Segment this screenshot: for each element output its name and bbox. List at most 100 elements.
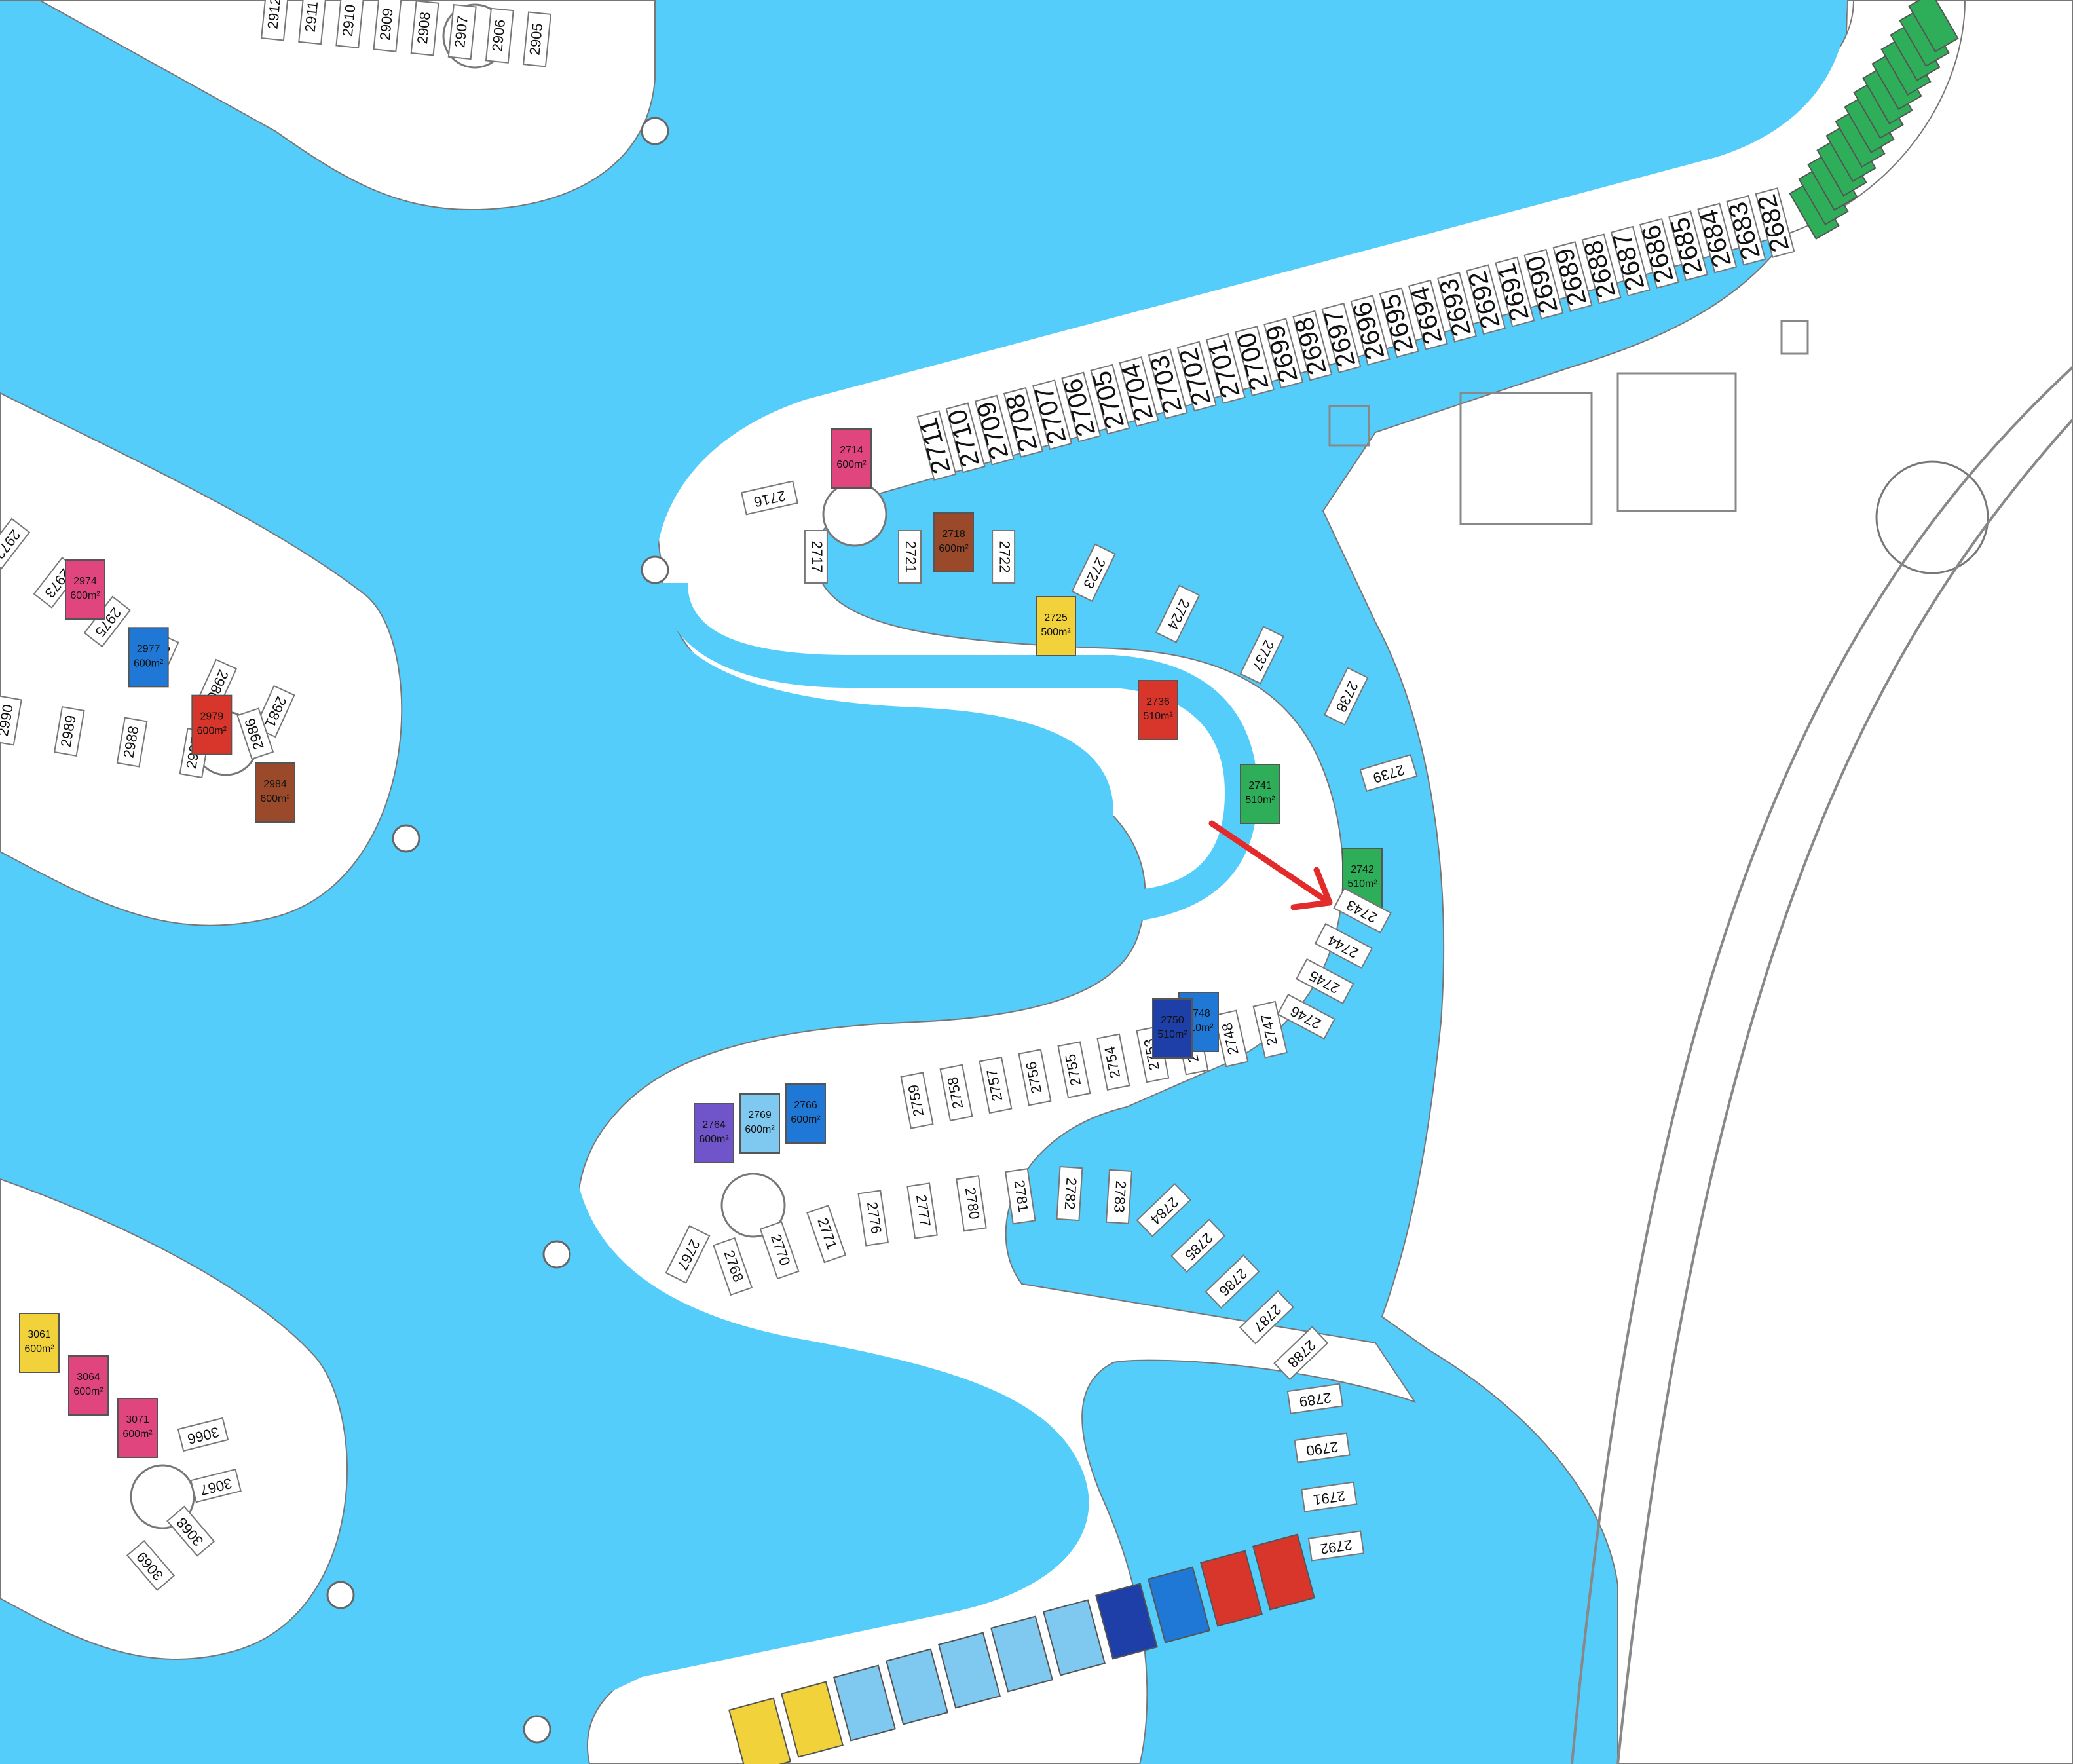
plot-cell[interactable]	[126, 1539, 176, 1592]
plot-cell[interactable]	[1321, 302, 1362, 373]
plot-cell[interactable]	[373, 0, 402, 52]
plot-cell[interactable]	[1213, 1009, 1249, 1068]
plot-cell[interactable]	[1379, 287, 1419, 358]
plot-cell[interactable]	[1294, 1432, 1351, 1463]
plot-cell[interactable]	[1252, 1000, 1288, 1059]
colored-plot[interactable]	[117, 1398, 158, 1458]
colored-plot[interactable]	[938, 1632, 1001, 1709]
plot-cell[interactable]	[804, 530, 828, 584]
plot-cell[interactable]	[898, 530, 922, 584]
plot-cell[interactable]	[1610, 225, 1651, 297]
plot-cell[interactable]	[298, 0, 327, 45]
plot-cell[interactable]	[1239, 1290, 1294, 1345]
plot-cell[interactable]	[1004, 1168, 1036, 1225]
plot-cell[interactable]	[1136, 1182, 1191, 1237]
plot-cell[interactable]	[916, 410, 957, 481]
colored-plot[interactable]	[833, 1664, 896, 1742]
plot-cell[interactable]	[410, 0, 439, 56]
colored-plot[interactable]	[990, 1615, 1053, 1693]
plot-cell[interactable]	[1359, 753, 1418, 793]
plot-cell[interactable]	[1239, 626, 1284, 685]
plot-cell[interactable]	[992, 530, 1016, 584]
colored-plot[interactable]	[1043, 1599, 1106, 1676]
colored-plot[interactable]	[1095, 1583, 1158, 1660]
plot-cell[interactable]	[1350, 295, 1391, 366]
plot-cell[interactable]	[1273, 1326, 1329, 1381]
plot-cell[interactable]	[1697, 202, 1738, 274]
plot-cell[interactable]	[900, 1072, 934, 1129]
plot-cell[interactable]	[1096, 1033, 1130, 1091]
plot-cell[interactable]	[190, 1468, 242, 1503]
colored-plot[interactable]	[1200, 1550, 1263, 1627]
plot-cell[interactable]	[1032, 379, 1073, 451]
plot-cell[interactable]	[0, 517, 31, 570]
plot-cell[interactable]	[236, 707, 274, 760]
plot-cell[interactable]	[1495, 256, 1535, 328]
plot-cell[interactable]	[1292, 310, 1333, 381]
plot-cell[interactable]	[857, 1190, 889, 1247]
colored-plot[interactable]	[785, 1083, 826, 1144]
colored-plot[interactable]	[255, 762, 295, 823]
plot-cell[interactable]	[1581, 233, 1622, 305]
plot-cell[interactable]	[1668, 210, 1709, 282]
plot-cell[interactable]	[1205, 1254, 1260, 1309]
plot-cell[interactable]	[1205, 333, 1246, 404]
plot-cell[interactable]	[1057, 1041, 1091, 1098]
plot-cell[interactable]	[53, 705, 85, 757]
colored-plot[interactable]	[831, 428, 872, 489]
colored-plot[interactable]	[1138, 680, 1178, 740]
plot-cell[interactable]	[945, 402, 986, 474]
plot-cell[interactable]	[523, 11, 551, 67]
plot-cell[interactable]	[1003, 386, 1043, 458]
colored-plot[interactable]	[1152, 998, 1193, 1059]
colored-plot[interactable]	[191, 694, 233, 755]
plot-cell[interactable]	[1263, 318, 1304, 389]
colored-plot[interactable]	[1036, 596, 1076, 656]
plot-cell[interactable]	[1148, 348, 1188, 420]
colored-plot[interactable]	[886, 1648, 948, 1725]
colored-plot[interactable]	[728, 1697, 791, 1764]
plot-cell[interactable]	[1726, 195, 1766, 266]
plot-cell[interactable]	[166, 1505, 215, 1557]
plot-cell[interactable]	[979, 1056, 1013, 1114]
plot-cell[interactable]	[1639, 217, 1679, 289]
plot-cell[interactable]	[1176, 341, 1217, 412]
plot-cell[interactable]	[939, 1064, 973, 1121]
plot-cell[interactable]	[1523, 248, 1564, 320]
plot-cell[interactable]	[1436, 272, 1477, 343]
colored-plot[interactable]	[739, 1093, 780, 1154]
plot-cell[interactable]	[1307, 1530, 1365, 1562]
plot-cell[interactable]	[485, 7, 514, 64]
colored-plot[interactable]	[1148, 1566, 1210, 1643]
plot-cell[interactable]	[261, 0, 289, 41]
plot-cell[interactable]	[974, 394, 1015, 466]
plot-cell[interactable]	[1333, 887, 1392, 934]
plot-cell[interactable]	[759, 1221, 800, 1280]
plot-cell[interactable]	[1119, 356, 1159, 427]
plot-cell[interactable]	[1755, 187, 1795, 258]
plot-cell[interactable]	[1466, 264, 1506, 335]
colored-plot[interactable]	[1252, 1533, 1315, 1611]
plot-cell[interactable]	[0, 695, 22, 746]
plot-cell[interactable]	[1286, 1383, 1344, 1414]
plot-cell[interactable]	[956, 1175, 987, 1232]
plot-target[interactable]	[1314, 922, 1373, 969]
colored-plot[interactable]	[65, 559, 105, 620]
plot-cell[interactable]	[1301, 1481, 1358, 1512]
plot-cell[interactable]	[1235, 326, 1275, 396]
plot-cell[interactable]	[741, 480, 798, 516]
plot-cell[interactable]	[335, 0, 365, 49]
plot-cell[interactable]	[1296, 958, 1354, 1005]
colored-plot[interactable]	[68, 1355, 109, 1416]
plot-cell[interactable]	[665, 1225, 711, 1284]
plot-cell[interactable]	[806, 1205, 847, 1264]
plot-cell[interactable]	[1105, 1169, 1132, 1224]
plot-cell[interactable]	[1552, 241, 1593, 312]
plot-cell[interactable]	[1155, 584, 1201, 643]
plot-cell[interactable]	[1071, 543, 1116, 603]
plot-cell[interactable]	[1277, 993, 1335, 1040]
colored-plot[interactable]	[933, 512, 974, 572]
colored-plot[interactable]	[1240, 764, 1280, 824]
colored-plot[interactable]	[1908, 0, 1959, 53]
plot-cell[interactable]	[1090, 364, 1130, 435]
